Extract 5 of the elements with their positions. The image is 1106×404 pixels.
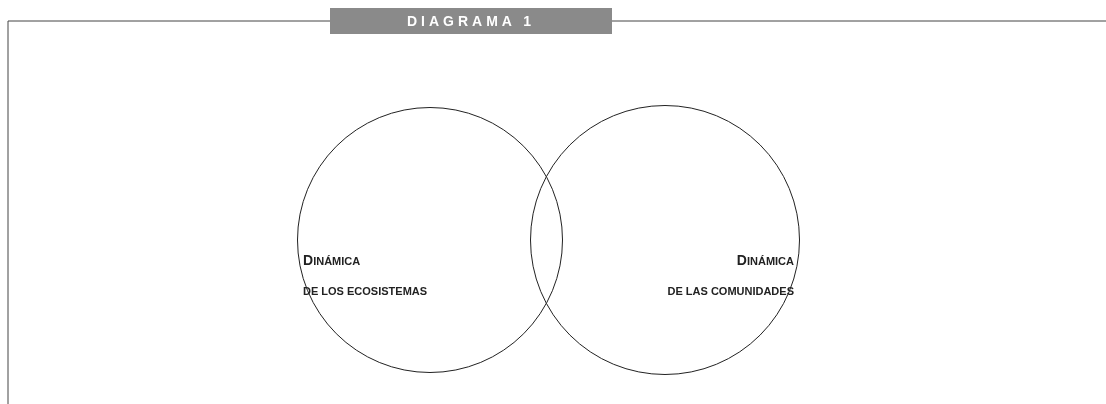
diagram-title: DIAGRAMA 1 bbox=[330, 8, 612, 34]
venn-circle bbox=[297, 107, 563, 373]
circle-label: DINÁMICA DE LAS COMUNIDADES bbox=[667, 251, 794, 299]
venn-circle bbox=[530, 105, 800, 375]
circle-label: DINÁMICA DE LOS ECOSISTEMAS bbox=[303, 251, 428, 299]
